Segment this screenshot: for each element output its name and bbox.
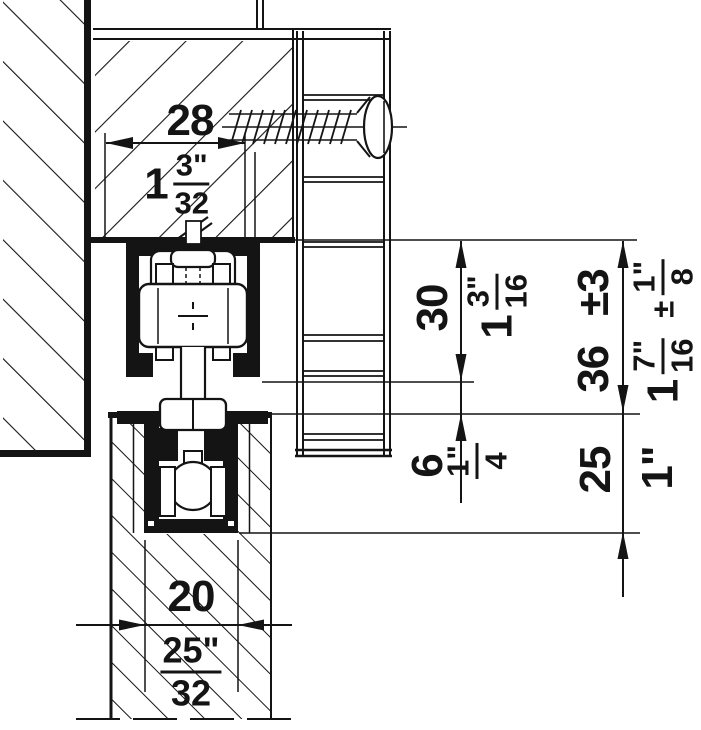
hex-nut [158, 397, 228, 432]
wall-section [0, 0, 91, 457]
fascia-panel-section [295, 31, 392, 458]
reference-lines [239, 239, 640, 534]
bottom-guide-profile [117, 411, 268, 533]
mounting-screw [222, 94, 407, 160]
suspension-bolt-tip [185, 220, 202, 245]
dim-30-metric: 30 [408, 284, 457, 332]
dim-20-imperial: 25"32 [160, 629, 222, 714]
dim-36-imperial: 1 7"16 ± 1"8 [626, 258, 700, 404]
top-board-section [91, 0, 391, 243]
dimension-lines [76, 137, 629, 631]
hanger-bar [181, 347, 205, 404]
dim-25-metric: 25 [571, 446, 620, 494]
dim-36-metric: 36 ±3 [569, 269, 618, 393]
dim-30-imperial: 1 3"16 [460, 273, 534, 339]
dim-25-imperial: 1" [633, 446, 682, 490]
dim-6-imperial: 1"4 [440, 443, 514, 479]
extension-lines [104, 133, 256, 692]
roller-carriage [137, 216, 249, 404]
dim-28-imperial: 1 3"32 [144, 147, 210, 221]
dim-28-metric: 28 [166, 96, 215, 145]
glide-roller [167, 460, 219, 512]
dim-20-metric: 20 [167, 572, 216, 621]
